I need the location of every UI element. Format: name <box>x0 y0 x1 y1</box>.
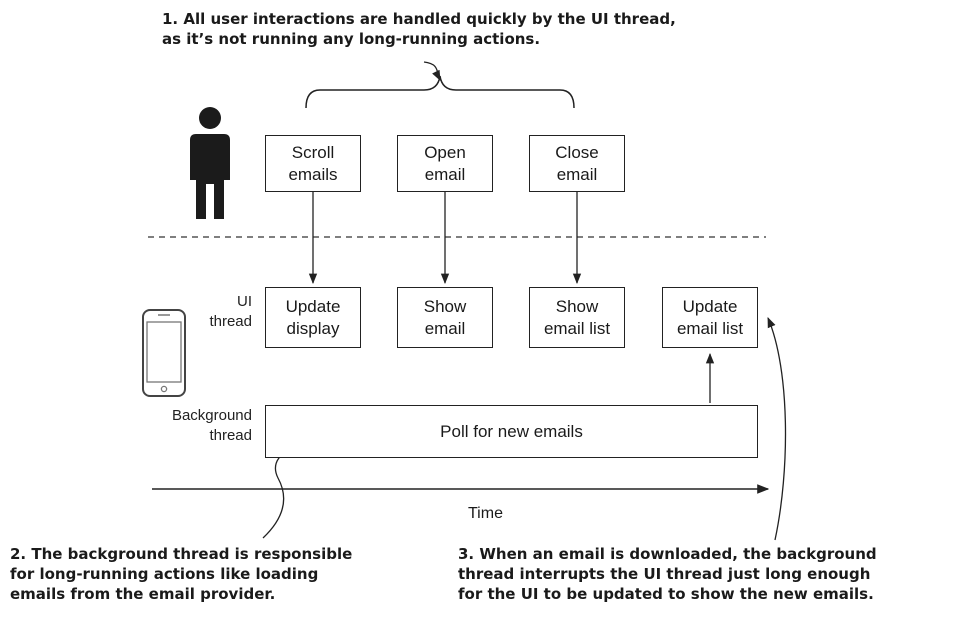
ui-thread-label: UI thread <box>209 293 252 330</box>
note-1: 1. All user interactions are handled qui… <box>162 10 676 48</box>
note-2: 2. The background thread is responsible … <box>10 545 353 603</box>
note1-pointer <box>423 61 441 81</box>
action-scroll-emails: Scroll emails <box>265 135 361 192</box>
note-3: 3. When an email is downloaded, the back… <box>458 545 877 603</box>
background-thread-label: Background thread <box>171 407 252 444</box>
note3-pointer <box>767 317 787 541</box>
task-show-email: Show email <box>397 287 493 348</box>
task-show-email-list: Show email list <box>529 287 625 348</box>
phone-icon <box>142 309 186 397</box>
task-update-email-list: Update email list <box>662 287 758 348</box>
user-actions-brace <box>305 75 575 109</box>
task-update-display: Update display <box>265 287 361 348</box>
person-icon <box>190 107 230 219</box>
note2-pointer <box>262 445 297 539</box>
background-task-poll: Poll for new emails <box>265 405 758 458</box>
action-open-email: Open email <box>397 135 493 192</box>
action-close-email: Close email <box>529 135 625 192</box>
time-label: Time <box>468 505 503 522</box>
